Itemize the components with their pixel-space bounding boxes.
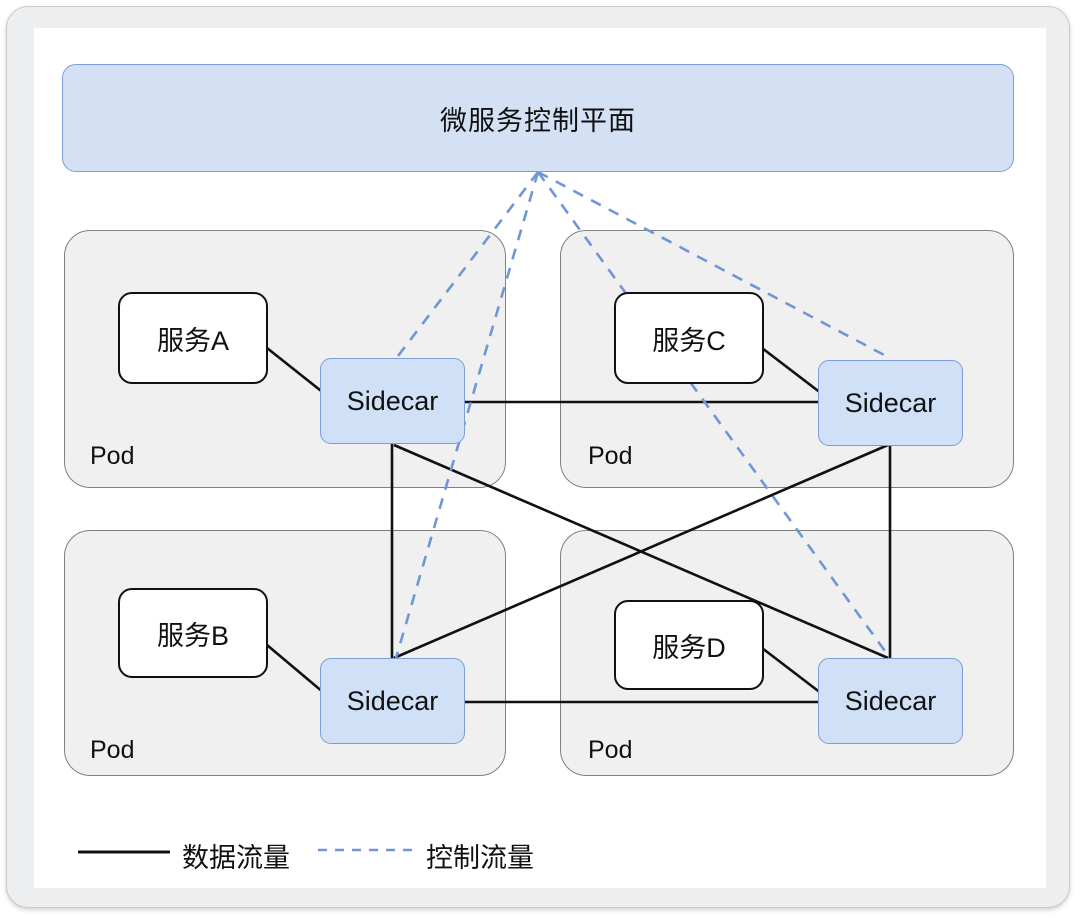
- pod-c-label: Pod: [588, 442, 633, 470]
- service-b-box[interactable]: 服务B: [118, 588, 268, 678]
- legend-data-traffic-label: 数据流量: [182, 843, 290, 873]
- edge-service-a-sidecar-a: [266, 346, 331, 400]
- control-plane-label: 微服务控制平面: [440, 105, 636, 136]
- service-b-label: 服务B: [156, 620, 229, 651]
- edge-service-b-sidecar-b: [266, 644, 331, 699]
- pod-d-label: Pod: [588, 736, 633, 764]
- service-a-label: 服务A: [156, 325, 229, 356]
- sidecar-a-box[interactable]: Sidecar: [320, 358, 465, 444]
- service-a-box[interactable]: 服务A: [118, 292, 268, 384]
- pod-a-label: Pod: [90, 442, 135, 470]
- service-c-box[interactable]: 服务C: [614, 292, 764, 384]
- sidecar-c-label: Sidecar: [844, 387, 937, 418]
- sidecar-c-box[interactable]: Sidecar: [818, 360, 963, 446]
- edge-sidecar-c-sidecar-b: [393, 443, 889, 660]
- edge-control-to-sidecar-d: [536, 171, 892, 659]
- service-d-box[interactable]: 服务D: [614, 600, 764, 690]
- sidecar-d-label: Sidecar: [844, 685, 937, 716]
- edge-control-to-sidecar-b: [394, 171, 540, 659]
- service-d-label: 服务D: [652, 632, 726, 663]
- service-c-label: 服务C: [652, 325, 726, 356]
- sidecar-b-label: Sidecar: [346, 685, 439, 716]
- control-plane-box[interactable]: 微服务控制平面: [62, 64, 1014, 172]
- sidecar-b-box[interactable]: Sidecar: [320, 658, 465, 744]
- sidecar-a-label: Sidecar: [346, 385, 439, 416]
- edge-control-to-sidecar-c: [537, 170, 887, 358]
- sidecar-d-box[interactable]: Sidecar: [818, 658, 963, 744]
- legend-control-traffic-label: 控制流量: [426, 843, 534, 873]
- pod-b-label: Pod: [90, 736, 135, 764]
